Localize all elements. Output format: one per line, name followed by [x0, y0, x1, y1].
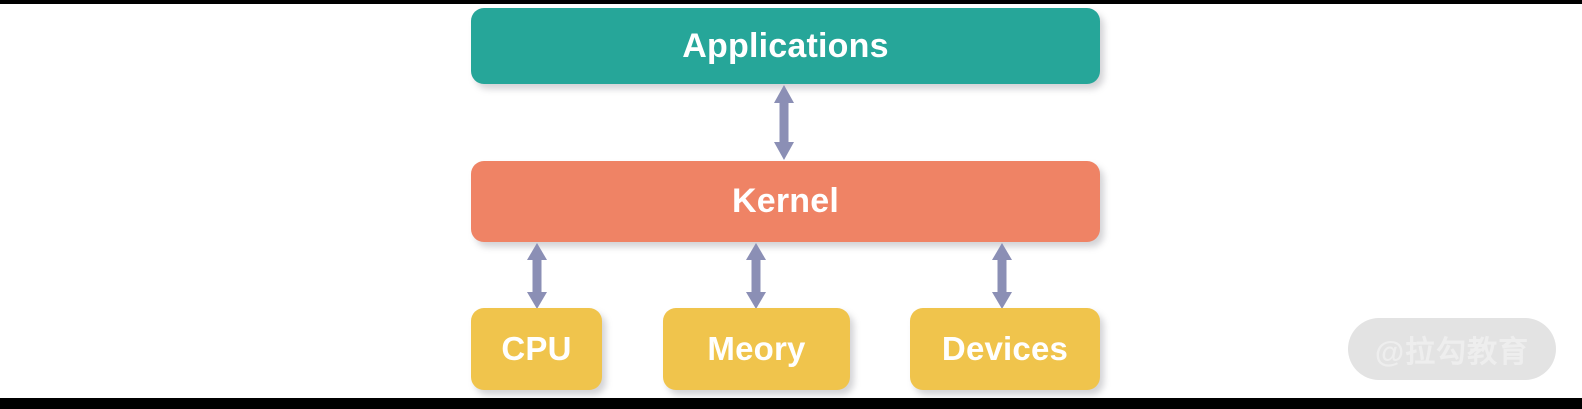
node-cpu: CPU [471, 308, 602, 390]
node-cpu-label: CPU [501, 330, 572, 367]
node-kernel: Kernel [471, 161, 1100, 242]
node-kernel-label: Kernel [731, 182, 840, 220]
node-devices: Devices [910, 308, 1100, 390]
arrow-kernel-memory [744, 243, 768, 309]
node-applications: Applications [471, 8, 1100, 84]
arrow-applications-kernel [772, 85, 796, 160]
top-letterbox-bar [0, 0, 1582, 4]
node-devices-label: Devices [941, 330, 1069, 367]
bottom-letterbox-bar [0, 398, 1582, 409]
node-memory: Meory [663, 308, 850, 390]
arrow-kernel-cpu [525, 243, 549, 309]
arrow-kernel-devices [990, 243, 1014, 309]
watermark-badge: @拉勾教育 [1348, 318, 1556, 380]
node-applications-label: Applications [682, 26, 889, 65]
watermark-text: @拉勾教育 [1374, 336, 1530, 369]
node-memory-label: Meory [707, 330, 806, 367]
